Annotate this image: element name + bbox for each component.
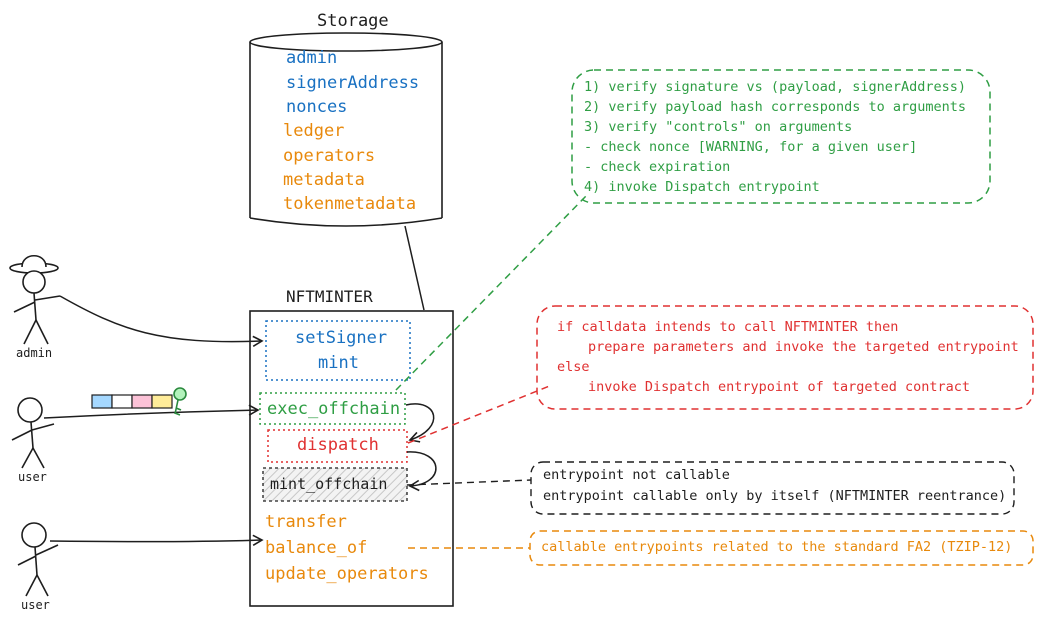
dispatch-logic-else: else bbox=[557, 359, 590, 375]
user-actor-2 bbox=[17, 522, 59, 597]
user1-arrow bbox=[43, 404, 260, 419]
admin-actor bbox=[9, 254, 61, 345]
offchain-steps-box bbox=[571, 69, 991, 204]
offchain-step-4: 4) invoke Dispatch entrypoint bbox=[584, 179, 820, 195]
entrypoint-dispatch: dispatch bbox=[297, 435, 379, 455]
storage-field-signer-address: signerAddress bbox=[286, 73, 420, 93]
storage-cylinder bbox=[249, 32, 443, 227]
offchain-step-3: 3) verify "controls" on arguments bbox=[584, 119, 853, 135]
entrypoint-transfer: transfer bbox=[265, 512, 347, 532]
loop-exec-to-dispatch bbox=[405, 403, 435, 443]
user2-arrow bbox=[49, 534, 264, 546]
storage-field-operators: operators bbox=[283, 146, 376, 166]
internal-notes-box bbox=[530, 461, 1015, 515]
offchain-step-expiration: - check expiration bbox=[584, 159, 731, 175]
entrypoint-set-signer: setSigner bbox=[295, 328, 388, 348]
user1-label: user bbox=[18, 470, 47, 484]
internal-notes-connector bbox=[406, 479, 532, 486]
entrypoint-exec-offchain: exec_offchain bbox=[267, 399, 401, 419]
hat-icon bbox=[9, 254, 59, 274]
offchain-step-nonce: - check nonce [WARNING, for a given user… bbox=[584, 139, 918, 155]
contract-box bbox=[249, 310, 454, 607]
mint-offchain-box bbox=[262, 467, 408, 502]
exec-offchain-box bbox=[259, 392, 406, 425]
entrypoint-update-operators: update_operators bbox=[265, 564, 429, 584]
storage-title: Storage bbox=[317, 11, 389, 31]
internal-note-2: entrypoint callable only by itself (NFTM… bbox=[543, 488, 1007, 504]
internal-note-1: entrypoint not callable bbox=[543, 467, 730, 483]
storage-field-ledger: ledger bbox=[283, 121, 345, 141]
entrypoint-balance-of: balance_of bbox=[265, 538, 368, 558]
payload-token-icon bbox=[91, 394, 173, 409]
entrypoint-mint: mint bbox=[318, 353, 359, 373]
dispatch-logic-connector bbox=[407, 384, 553, 444]
loop-dispatch-to-mint bbox=[406, 451, 437, 492]
user-actor-1 bbox=[11, 397, 55, 469]
storage-link bbox=[404, 225, 425, 311]
entrypoint-mint-offchain: mint_offchain bbox=[270, 475, 388, 493]
admin-entrypoints-box bbox=[265, 320, 411, 381]
offchain-step-1: 1) verify signature vs (payload, signerA… bbox=[584, 79, 967, 95]
dispatch-box bbox=[267, 429, 408, 463]
admin-label: admin bbox=[16, 346, 53, 360]
dispatch-logic-box bbox=[536, 305, 1034, 410]
storage-field-admin: admin bbox=[286, 48, 338, 68]
offchain-steps-connector bbox=[395, 193, 589, 391]
dispatch-logic-then: prepare parameters and invoke the target… bbox=[588, 339, 1019, 355]
storage-field-tokenmetadata: tokenmetadata bbox=[283, 194, 417, 214]
admin-arrow bbox=[59, 295, 264, 348]
storage-field-nonces: nonces bbox=[286, 97, 348, 117]
storage-field-metadata: metadata bbox=[283, 170, 365, 190]
offchain-step-2: 2) verify payload hash corresponds to ar… bbox=[584, 99, 967, 115]
key-icon bbox=[173, 387, 187, 416]
contract-title: NFTMINTER bbox=[286, 287, 373, 306]
user2-label: user bbox=[21, 598, 50, 612]
dispatch-logic-else-action: invoke Dispatch entrypoint of targeted c… bbox=[588, 379, 971, 395]
fa2-note: callable entrypoints related to the stan… bbox=[541, 539, 1013, 555]
dispatch-logic-if: if calldata intends to call NFTMINTER th… bbox=[557, 319, 899, 335]
